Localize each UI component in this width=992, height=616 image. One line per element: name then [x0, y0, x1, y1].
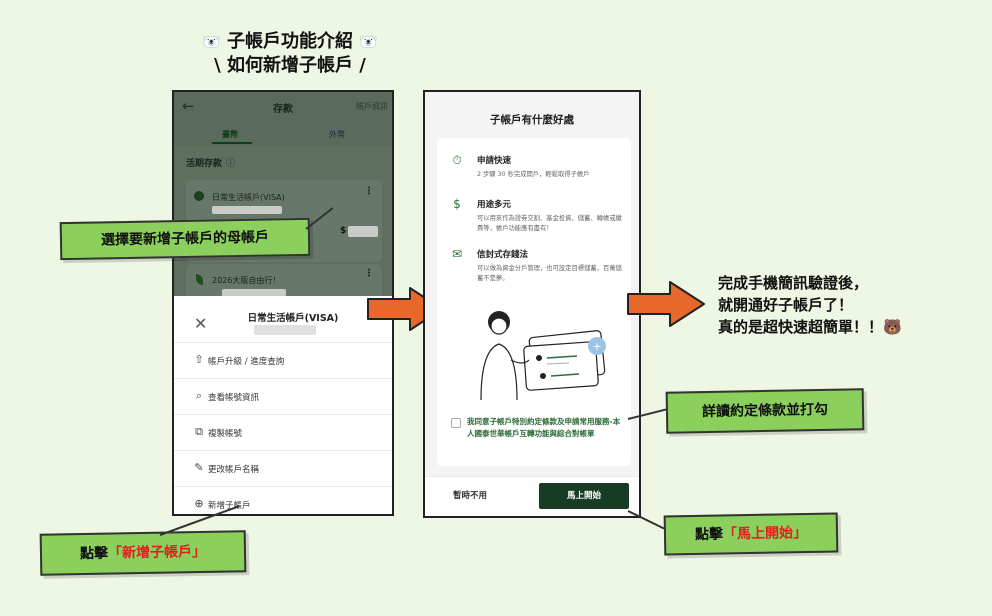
redacted-balance [348, 226, 378, 237]
svg-text:+: + [592, 340, 601, 353]
edit-icon: ✎ [194, 461, 204, 474]
copy-icon: ⧉ [195, 425, 203, 438]
menu-item-add-sub-account[interactable]: ⊕ 新增子帳戶 [174, 486, 392, 514]
completion-message: 完成手機簡訊驗證後， 就開通好子帳戶了！ 真的是超快速超簡單！！🐻 [718, 274, 902, 336]
menu-item-rename[interactable]: ✎ 更改帳戶名稱 [174, 450, 392, 486]
agree-terms-text[interactable]: 我同意子帳戶特別約定條款及申請常用服務-本人國泰世華帳戶互轉功能與綜合對帳單 [467, 417, 621, 438]
agree-checkbox[interactable] [451, 418, 461, 428]
orange-arrow-icon [627, 281, 705, 327]
info-icon[interactable]: ⓘ [226, 159, 236, 169]
redacted-account-number [222, 289, 286, 297]
tree-icon [194, 191, 204, 201]
benefits-title: 子帳戶有什麼好處 [490, 114, 574, 126]
bottom-actions: 暫時不用 馬上開始 [425, 476, 639, 516]
more-vertical-icon[interactable]: ⋮ [364, 186, 374, 197]
coin-icon: $ [453, 197, 461, 211]
menu-item-upgrade[interactable]: ⇧ 帳戶升級 / 進度查詢 [174, 342, 392, 378]
benefits-card: ⏱ 申請快速 2 步驟 30 秒完成開戶，輕鬆取得子帳戶 $ 用途多元 可以用來… [437, 138, 631, 466]
not-now-button[interactable]: 暫時不用 [453, 491, 488, 501]
polar-bear-icon: 🐻‍❄️ [202, 33, 221, 51]
envelope-icon: ✉ [451, 247, 463, 261]
feature-multi-use: $ 用途多元 可以用來作為證券交割、基金投資、儲蓄、轉帳或繳費等，帳戶功能應有盡… [449, 196, 627, 240]
bottom-sheet: ✕ 日常生活帳戶(VISA) ⇧ 帳戶升級 / 進度查詢 ⌕ 查看帳號資訊 ⧉ … [174, 296, 392, 514]
sheet-title: 日常生活帳戶(VISA) [247, 313, 339, 324]
tab-foreign[interactable]: 外幣 [329, 130, 345, 139]
polar-bear-icon: 🐻‍❄️ [359, 33, 378, 51]
title-line-2: \ 如何新增子帳戶 / [214, 55, 366, 76]
currency-tabs: 臺幣 外幣 [174, 122, 392, 146]
more-vertical-icon[interactable]: ⋮ [364, 268, 374, 279]
back-arrow-icon[interactable]: ← [182, 97, 195, 115]
search-icon: ⌕ [195, 389, 203, 402]
callout-tail [627, 510, 665, 530]
callout-tap-start: 點擊「馬上開始」 [663, 512, 839, 556]
leaf-icon [196, 274, 203, 285]
start-now-button[interactable]: 馬上開始 [539, 483, 629, 509]
tab-twd[interactable]: 臺幣 [222, 130, 238, 139]
person-with-card-illustration: + [480, 311, 606, 400]
feature-fast: ⏱ 申請快速 2 步驟 30 秒完成開戶，輕鬆取得子帳戶 [449, 152, 627, 186]
menu-item-account-info[interactable]: ⌕ 查看帳號資訊 [174, 378, 392, 414]
redacted-account-number [212, 206, 282, 214]
header-title: 🐻‍❄️ 子帳戶功能介紹 🐻‍❄️ \ 如何新增子帳戶 / [170, 30, 410, 78]
account-name: 2026大阪自由行！ [212, 276, 281, 285]
callout-select-parent: 選擇要新增子帳戶的母帳戶 [59, 217, 311, 261]
phone-screen-benefits: 子帳戶有什麼好處 ⏱ 申請快速 2 步驟 30 秒完成開戶，輕鬆取得子帳戶 $ … [423, 90, 641, 518]
account-name: 日常生活帳戶(VISA) [212, 193, 285, 202]
add-circle-icon: ⊕ [194, 497, 204, 510]
redacted-account-number [254, 325, 316, 335]
account-card-osaka[interactable]: 2026大阪自由行！ ⋮ [186, 264, 382, 300]
callout-read-terms: 詳讀約定條款並打勾 [665, 388, 865, 434]
topbar: ← 存款 帳戶資訊 [174, 92, 392, 122]
feature-envelope: ✉ 信封式存錢法 可以做為資金分戶管理，也可設定目標儲蓄，百萬儲蓄不是夢。 [449, 246, 627, 290]
active-tab-indicator [212, 142, 252, 144]
callout-tap-add: 點擊「新增子帳戶」 [39, 530, 247, 576]
close-icon[interactable]: ✕ [194, 314, 208, 333]
menu-item-copy-account[interactable]: ⧉ 複製帳號 [174, 414, 392, 450]
upgrade-icon: ⇧ [194, 353, 204, 366]
account-info-link[interactable]: 帳戶資訊 [356, 102, 388, 111]
page-title: 存款 [273, 104, 293, 115]
balance-prefix: $ [340, 226, 347, 236]
clock-icon: ⏱ [452, 153, 462, 167]
title-line-1: 🐻‍❄️ 子帳戶功能介紹 🐻‍❄️ [202, 31, 378, 52]
